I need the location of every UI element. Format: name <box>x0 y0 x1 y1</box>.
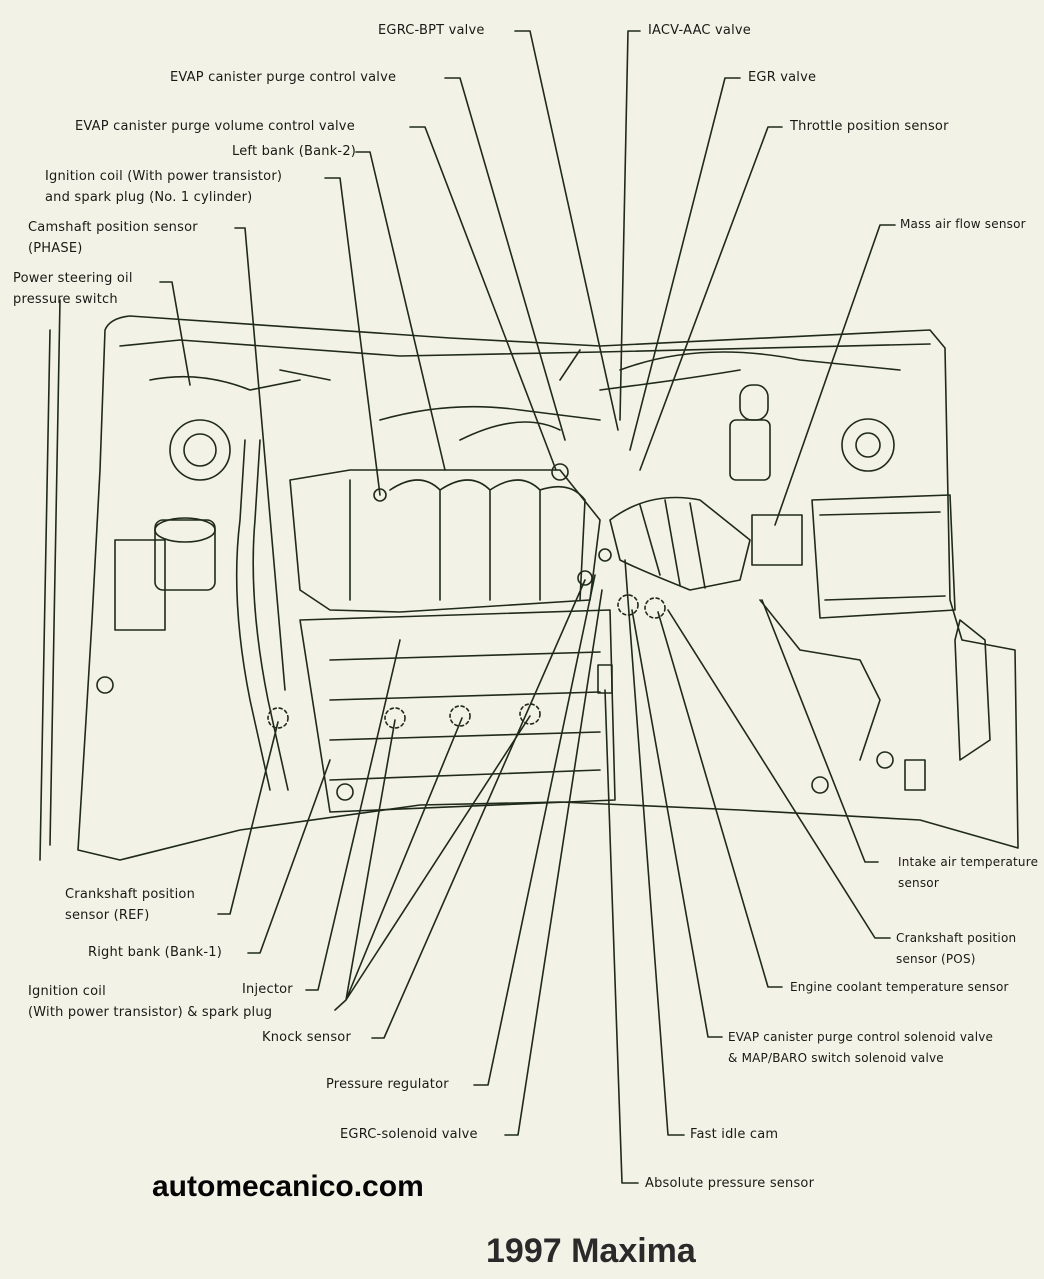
label-iacv-aac-valve: IACV-AAC valve <box>648 23 752 38</box>
fender-line-left <box>39 299 61 861</box>
label-intake-air-temperature-sensor: Intake air temperature sensor <box>898 855 1039 890</box>
label-left-bank: Left bank (Bank-2) <box>232 144 357 159</box>
label-fast-idle-cam: Fast idle cam <box>690 1127 779 1142</box>
engine-bay-outline <box>77 315 1019 861</box>
site-watermark: automecanico.com <box>152 1170 424 1203</box>
intake-manifold <box>289 469 601 613</box>
leader-knock-sensor <box>371 579 586 1039</box>
leader-power-steering <box>159 281 191 386</box>
vacuum-hoses <box>379 349 901 441</box>
label-knock-sensor: Knock sensor <box>262 1030 352 1045</box>
leader-iacv-aac <box>619 30 641 421</box>
diagram-title: 1997 Maxima <box>486 1232 696 1270</box>
leader-evap-purge-control <box>444 77 566 441</box>
leader-camshaft-position <box>234 227 286 691</box>
leader-right-bank <box>247 759 331 954</box>
label-engine-coolant-temperature-sensor: Engine coolant temperature sensor <box>790 980 1009 994</box>
leader-mass-air-flow <box>774 224 896 526</box>
leader-egr-valve <box>629 77 741 451</box>
power-steering-reservoir <box>154 519 216 591</box>
leader-injector <box>305 639 401 991</box>
leader-absolute-pressure <box>604 689 639 1184</box>
label-ignition-coil-spark-plug: Ignition coil (With power transistor) & … <box>28 984 273 1020</box>
leader-egrc-solenoid <box>504 589 603 1136</box>
strut-tower-left <box>169 419 231 481</box>
label-right-bank: Right bank (Bank-1) <box>88 945 223 960</box>
radiator-hose <box>235 439 289 791</box>
label-camshaft-position-sensor: Camshaft position sensor (PHASE) <box>28 220 198 256</box>
strut-tower-right <box>841 418 895 472</box>
label-evap-canister-purge-control-valve: EVAP canister purge control valve <box>170 70 397 85</box>
label-injector: Injector <box>242 982 293 997</box>
label-power-steering-oil-pressure-switch: Power steering oil pressure switch <box>13 271 133 307</box>
maf-sensor-box <box>751 514 803 566</box>
leader-ignition-coil-top <box>324 177 381 496</box>
leader-throttle-position <box>639 126 783 471</box>
label-evap-canister-purge-volume-control-valve: EVAP canister purge volume control valve <box>75 119 355 134</box>
leader-egrc-bpt <box>514 30 619 431</box>
label-egr-valve: EGR valve <box>748 70 817 85</box>
leader-evap-purge-volume <box>409 126 557 471</box>
label-absolute-pressure-sensor: Absolute pressure sensor <box>645 1176 815 1191</box>
label-evap-purge-control-solenoid-valve: EVAP canister purge control solenoid val… <box>728 1030 994 1065</box>
air-cleaner-box <box>811 494 956 619</box>
leader-pressure-regulator <box>473 574 596 1086</box>
intake-duct <box>609 496 751 591</box>
label-egrc-bpt-valve: EGRC-BPT valve <box>378 23 485 38</box>
cowl-line <box>119 339 931 357</box>
leader-evap-solenoid <box>631 609 723 1038</box>
leader-crankshaft-pos <box>667 609 891 939</box>
label-crankshaft-position-sensor-pos: Crankshaft position sensor (POS) <box>896 931 1017 966</box>
label-ignition-coil-no1: Ignition coil (With power transistor) an… <box>45 169 283 205</box>
label-egrc-solenoid-valve: EGRC-solenoid valve <box>340 1127 478 1142</box>
leader-left-bank <box>355 151 446 471</box>
leader-engine-coolant <box>657 611 783 988</box>
leader-intake-air-temp <box>761 599 879 863</box>
leader-fast-idle-cam <box>624 559 685 1136</box>
label-crankshaft-position-sensor-ref: Crankshaft position sensor (REF) <box>65 887 196 923</box>
leader-ignition-coil-bottom <box>334 715 531 1011</box>
cylinder-head <box>299 609 616 813</box>
label-pressure-regulator: Pressure regulator <box>326 1077 449 1092</box>
label-throttle-position-sensor: Throttle position sensor <box>790 119 949 134</box>
throttle-body <box>729 419 771 481</box>
battery <box>114 539 166 631</box>
leader-crankshaft-ref <box>217 721 279 915</box>
label-mass-air-flow-sensor: Mass air flow sensor <box>900 217 1026 231</box>
